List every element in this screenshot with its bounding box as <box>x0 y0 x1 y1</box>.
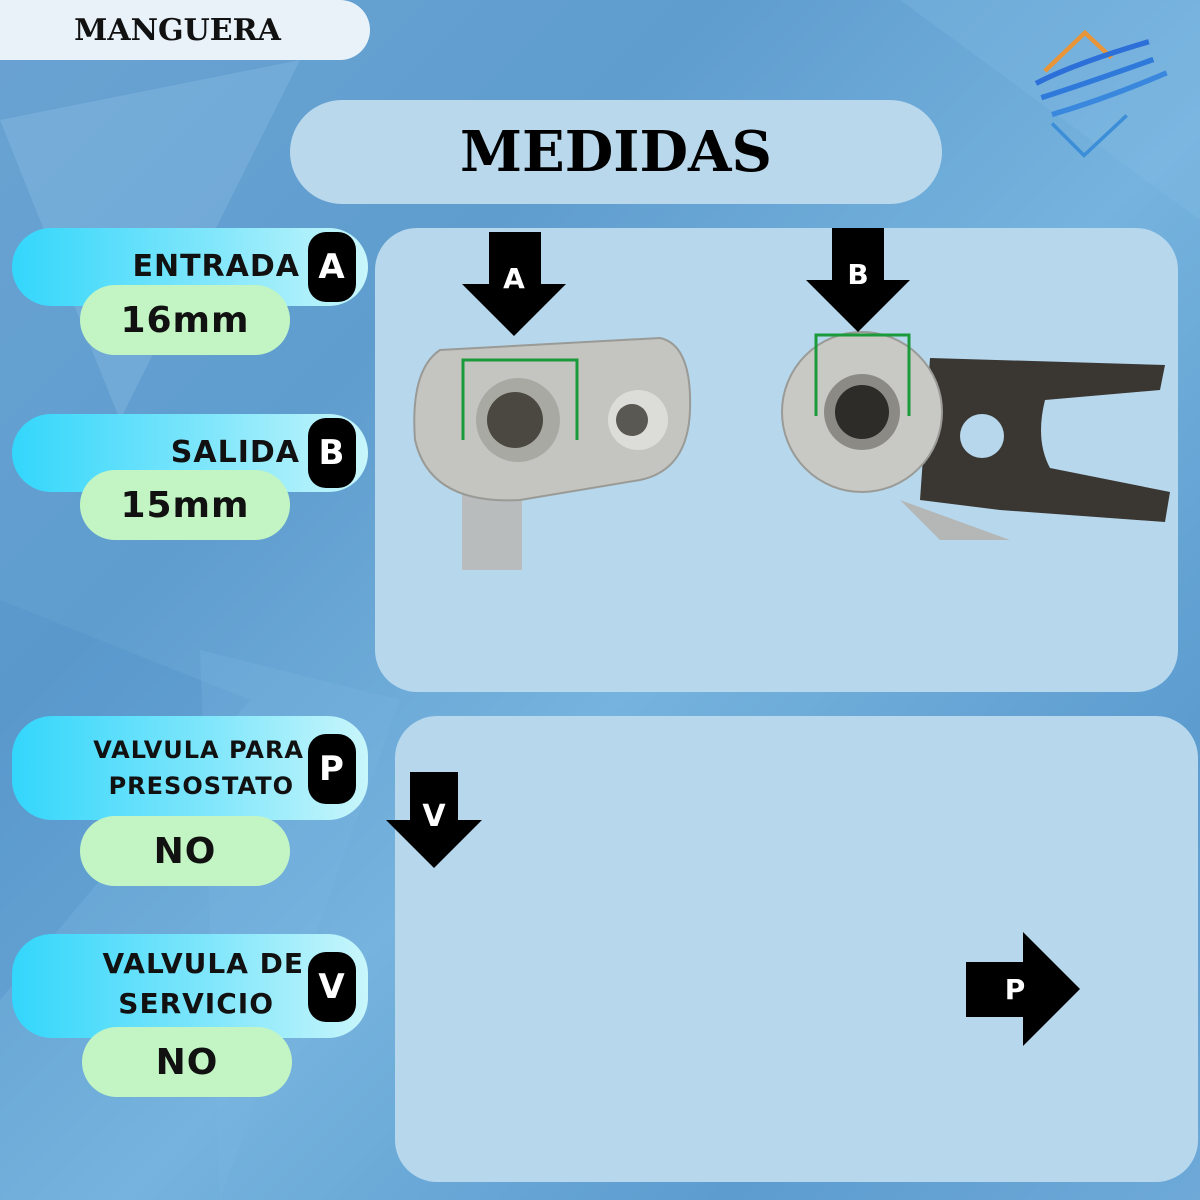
spec-presostato-label: VALVULA PARA PRESOSTATO P <box>12 716 368 820</box>
spec-entrada-label: ENTRADA A <box>12 228 368 306</box>
entrada-text: ENTRADA <box>132 249 300 284</box>
bracket-b <box>814 333 911 416</box>
arrow-b-label: B <box>847 258 868 291</box>
badge-b: B <box>308 418 356 488</box>
badge-v: V <box>308 952 356 1022</box>
salida-value: 15mm <box>80 470 290 540</box>
arrow-a-label: A <box>503 262 525 295</box>
spec-salida-label: SALIDA B <box>12 414 368 492</box>
arrow-v-icon: V <box>386 772 482 868</box>
servicio-line2: SERVICIO <box>118 987 274 1020</box>
arrow-b-icon: B <box>806 228 910 332</box>
bracket-a <box>461 358 579 440</box>
entrada-value: 16mm <box>80 285 290 355</box>
presostato-line1: VALVULA PARA <box>93 736 304 764</box>
servicio-line1: VALVULA DE <box>102 947 304 980</box>
servicio-value: NO <box>82 1027 292 1097</box>
page-title: MEDIDAS <box>290 100 942 204</box>
arrow-p-label: P <box>1005 973 1026 1006</box>
fitting-a-illustration <box>413 336 692 570</box>
arrow-a-icon: A <box>462 232 566 336</box>
fitting-b-illustration <box>781 331 1170 540</box>
brand-logo <box>1034 29 1168 158</box>
badge-a: A <box>308 232 356 302</box>
badge-p: P <box>308 734 356 804</box>
presostato-line2: PRESOSTATO <box>108 772 294 800</box>
presostato-value: NO <box>80 816 290 886</box>
spec-servicio-label: VALVULA DE SERVICIO V <box>12 934 368 1038</box>
arrow-p-icon: P <box>966 932 1080 1046</box>
category-label: MANGUERA <box>0 0 370 60</box>
valve-panel <box>395 716 1198 1182</box>
salida-text: SALIDA <box>170 435 300 470</box>
arrow-v-label: V <box>422 799 446 834</box>
